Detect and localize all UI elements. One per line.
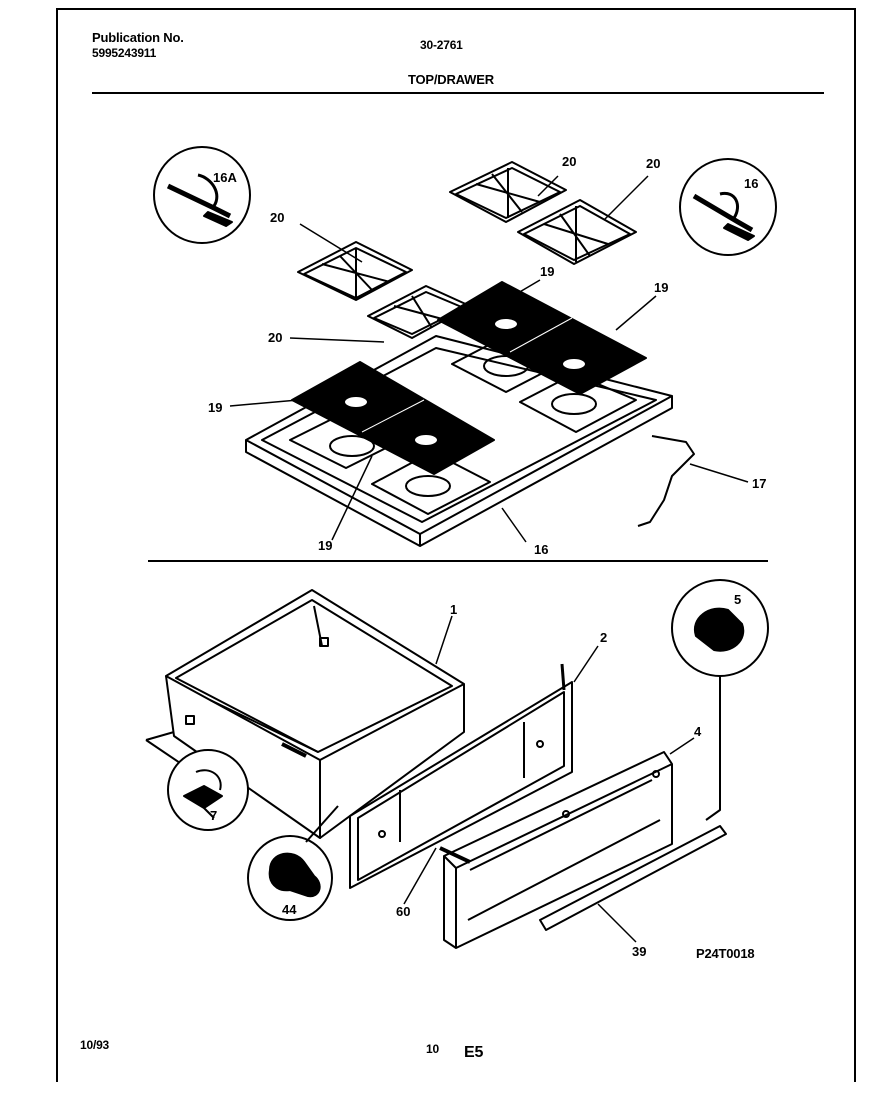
inset-16a-bracket xyxy=(153,146,251,244)
callout-19-c: 19 xyxy=(208,400,222,415)
header-rule xyxy=(92,92,824,94)
drawer-handle-39 xyxy=(539,825,727,931)
callout-39: 39 xyxy=(632,944,646,959)
grate-rear-right xyxy=(517,199,637,265)
callout-7: 7 xyxy=(210,808,217,823)
publication-number: 5995243911 xyxy=(92,46,157,60)
callout-60: 60 xyxy=(396,904,410,919)
callout-5: 5 xyxy=(734,592,741,607)
callout-20-c: 20 xyxy=(646,156,660,171)
leader-lines xyxy=(229,175,749,943)
page-border xyxy=(56,8,856,1082)
drawer-body-1 xyxy=(145,589,465,839)
callout-20-b: 20 xyxy=(562,154,576,169)
callout-2: 2 xyxy=(600,630,607,645)
grate-front-left xyxy=(297,241,413,301)
callout-17: 17 xyxy=(752,476,766,491)
callout-16-inset: 16 xyxy=(744,176,758,191)
model-number: 30-2761 xyxy=(420,38,463,52)
inset-16-bracket xyxy=(679,158,777,256)
inset-44-knob xyxy=(247,805,339,921)
callout-4: 4 xyxy=(694,724,702,739)
callout-1: 1 xyxy=(450,602,457,617)
drawer-front-panel-2 xyxy=(349,663,573,889)
callout-19-a: 19 xyxy=(540,264,554,279)
footer-date: 10/93 xyxy=(80,1038,110,1052)
footer-section-code: E5 xyxy=(464,1044,484,1061)
publication-label: Publication No. xyxy=(92,30,184,45)
spring-wire-17 xyxy=(637,435,695,527)
section-title: TOP/DRAWER xyxy=(408,72,494,87)
callout-16-cooktop: 16 xyxy=(534,542,548,557)
burner-cover-left xyxy=(291,361,495,475)
grate-rear-left xyxy=(449,161,567,223)
callout-16a: 16A xyxy=(213,170,237,185)
footer-page-number: 10 xyxy=(426,1042,439,1056)
section-divider xyxy=(148,560,768,562)
burner-cover-right xyxy=(437,281,647,395)
callout-19-b: 19 xyxy=(654,280,668,295)
screw-60 xyxy=(439,846,471,864)
inset-5-knob xyxy=(671,579,769,821)
inset-7-bracket xyxy=(167,749,249,831)
callout-19-d: 19 xyxy=(318,538,332,553)
callout-44: 44 xyxy=(282,902,297,917)
diagram-code: P24T0018 xyxy=(696,946,755,961)
callout-20-a: 20 xyxy=(270,210,284,225)
drawer-panel-4 xyxy=(443,751,673,949)
callout-20-d: 20 xyxy=(268,330,282,345)
